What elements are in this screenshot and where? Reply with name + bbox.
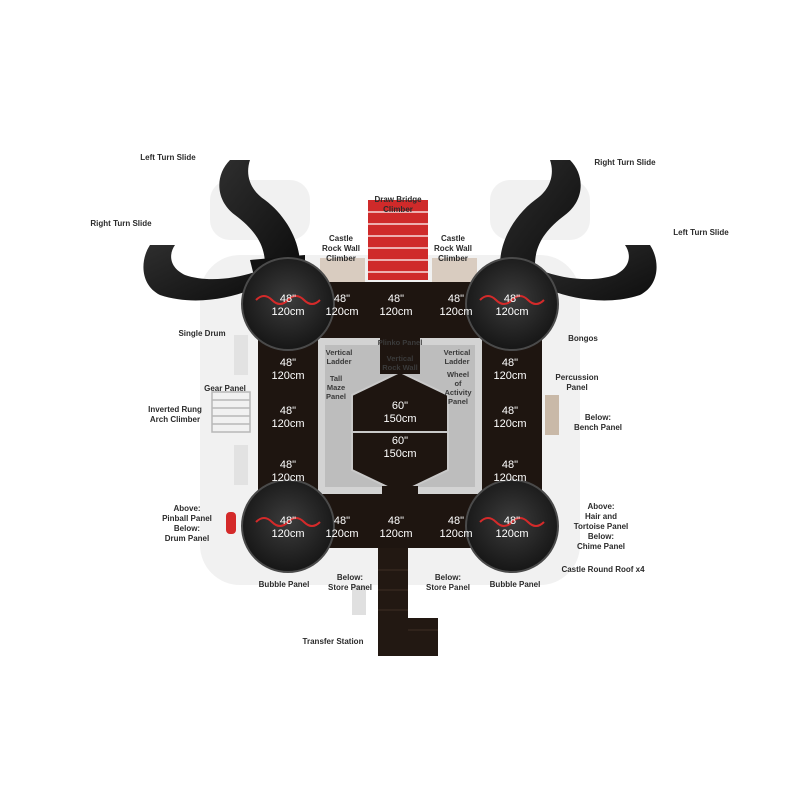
inverted-rung-arch-climber [211,391,251,433]
draw-bridge-climber [368,200,428,280]
right-deck-2-dimension: 48" 120cm [493,405,527,430]
transfer-station-label: Transfer Station [302,637,364,646]
castle-round-roofs [241,257,559,573]
inverted-rung-arch-climber-label: Inverted Rung Arch Climber [148,405,202,424]
gear-panel-label: Gear Panel [204,384,246,393]
left-deck-2-dimension: 48" 120cm [271,405,305,430]
left-turn-slide-right-label: Left Turn Slide [673,228,729,237]
bottom-deck-3-dimension: 48" 120cm [439,515,473,540]
above-hare-below-chime-label: Above: Hair and Tortoise Panel Below: Ch… [573,502,629,551]
left-turn-slide-top-label: Left Turn Slide [140,153,196,162]
right-deck-3-dimension: 48" 120cm [493,459,527,484]
wheel-of-activity-panel-label: Wheel of Activity Panel [444,370,472,406]
draw-bridge-climber-label: Draw Bridge Climber [374,195,422,214]
left-turn-slide-right [540,245,657,301]
below-bench-panel-label: Below: Bench Panel [573,413,622,432]
castle-rock-wall-right-label: Castle Rock Wall Climber [434,234,472,263]
top-deck-1-dimension: 48" 120cm [325,293,359,318]
right-turn-slide-top [500,160,581,265]
left-deck-3-dimension: 48" 120cm [271,459,305,484]
below-store-panel-right-label: Below: Store Panel [425,573,470,592]
plinko-panel-label: Plinko Panel [377,338,423,347]
center-lower-dimension: 60" 150cm [383,435,417,460]
right-turn-slide-top-label: Right Turn Slide [594,158,656,167]
bench-panel-right [545,395,559,435]
right-deck-1-dimension: 48" 120cm [493,357,527,382]
side-panels-left [234,335,248,485]
tall-maze-panel-label: Tall Maze Panel [325,374,346,401]
tower-br-dimension: 48" 120cm [495,515,529,540]
castle-rock-wall-left-label: Castle Rock Wall Climber [322,234,360,263]
transfer-station [352,548,438,656]
top-deck-3-dimension: 48" 120cm [439,293,473,318]
vertical-ladder-left-label: Vertical Ladder [325,348,353,366]
bottom-deck-2-dimension: 48" 120cm [379,515,413,540]
castle-round-roof-label: Castle Round Roof x4 [561,565,645,574]
vertical-rock-wall-label: Vertical Rock Wall [382,354,418,372]
above-pinball-below-drum-label: Above: Pinball Panel Below: Drum Panel [162,504,212,543]
center-upper-dimension: 60" 150cm [383,400,417,425]
percussion-panel-label: Percussion Panel [555,373,599,392]
tower-bl-dimension: 48" 120cm [271,515,305,540]
tower-tr-dimension: 48" 120cm [495,293,529,318]
bubble-panel-left-label: Bubble Panel [258,580,310,589]
tower-tl-dimension: 48" 120cm [271,293,305,318]
top-deck-2-dimension: 48" 120cm [379,293,413,318]
single-drum-label: Single Drum [178,329,226,338]
right-turn-slide-left [143,245,260,301]
bongos-label: Bongos [568,334,598,343]
right-turn-slide-left-label: Right Turn Slide [90,219,152,228]
castle-rock-wall-panels [320,258,477,282]
bubble-panel-right-label: Bubble Panel [489,580,541,589]
left-deck-1-dimension: 48" 120cm [271,357,305,382]
vertical-ladder-right-label: Vertical Ladder [443,348,471,366]
bottom-deck-1-dimension: 48" 120cm [325,515,359,540]
below-store-panel-left-label: Below: Store Panel [327,573,372,592]
